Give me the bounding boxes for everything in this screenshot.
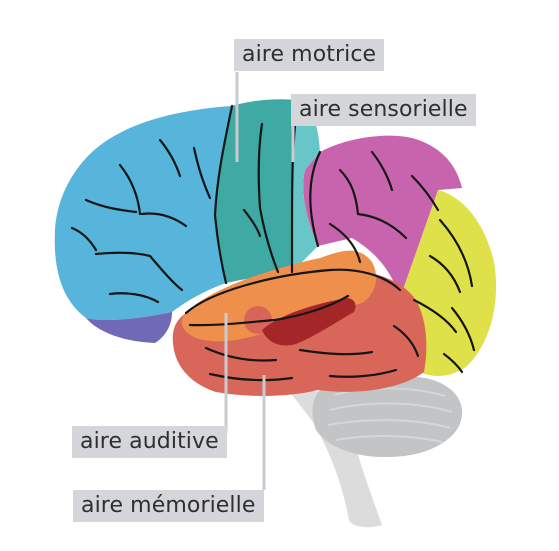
- cerebellum-folds: [327, 387, 453, 443]
- parietal-lobe: [303, 135, 462, 298]
- orbitofrontal-area: [86, 312, 172, 343]
- brain-folds: [70, 98, 476, 382]
- memory-area-label: aire mémorielle: [73, 490, 264, 522]
- sensory-area-label: aire sensorielle: [291, 94, 476, 126]
- sensory-cortex: [292, 100, 320, 272]
- brainstem: [286, 387, 382, 528]
- auditory-cortex: [181, 250, 377, 342]
- memory-core: [244, 306, 272, 334]
- motor-area-label: aire motrice: [234, 39, 385, 71]
- hippocampus: [262, 298, 356, 346]
- auditory-area-label: aire auditive: [72, 426, 227, 458]
- cerebellum: [312, 375, 463, 458]
